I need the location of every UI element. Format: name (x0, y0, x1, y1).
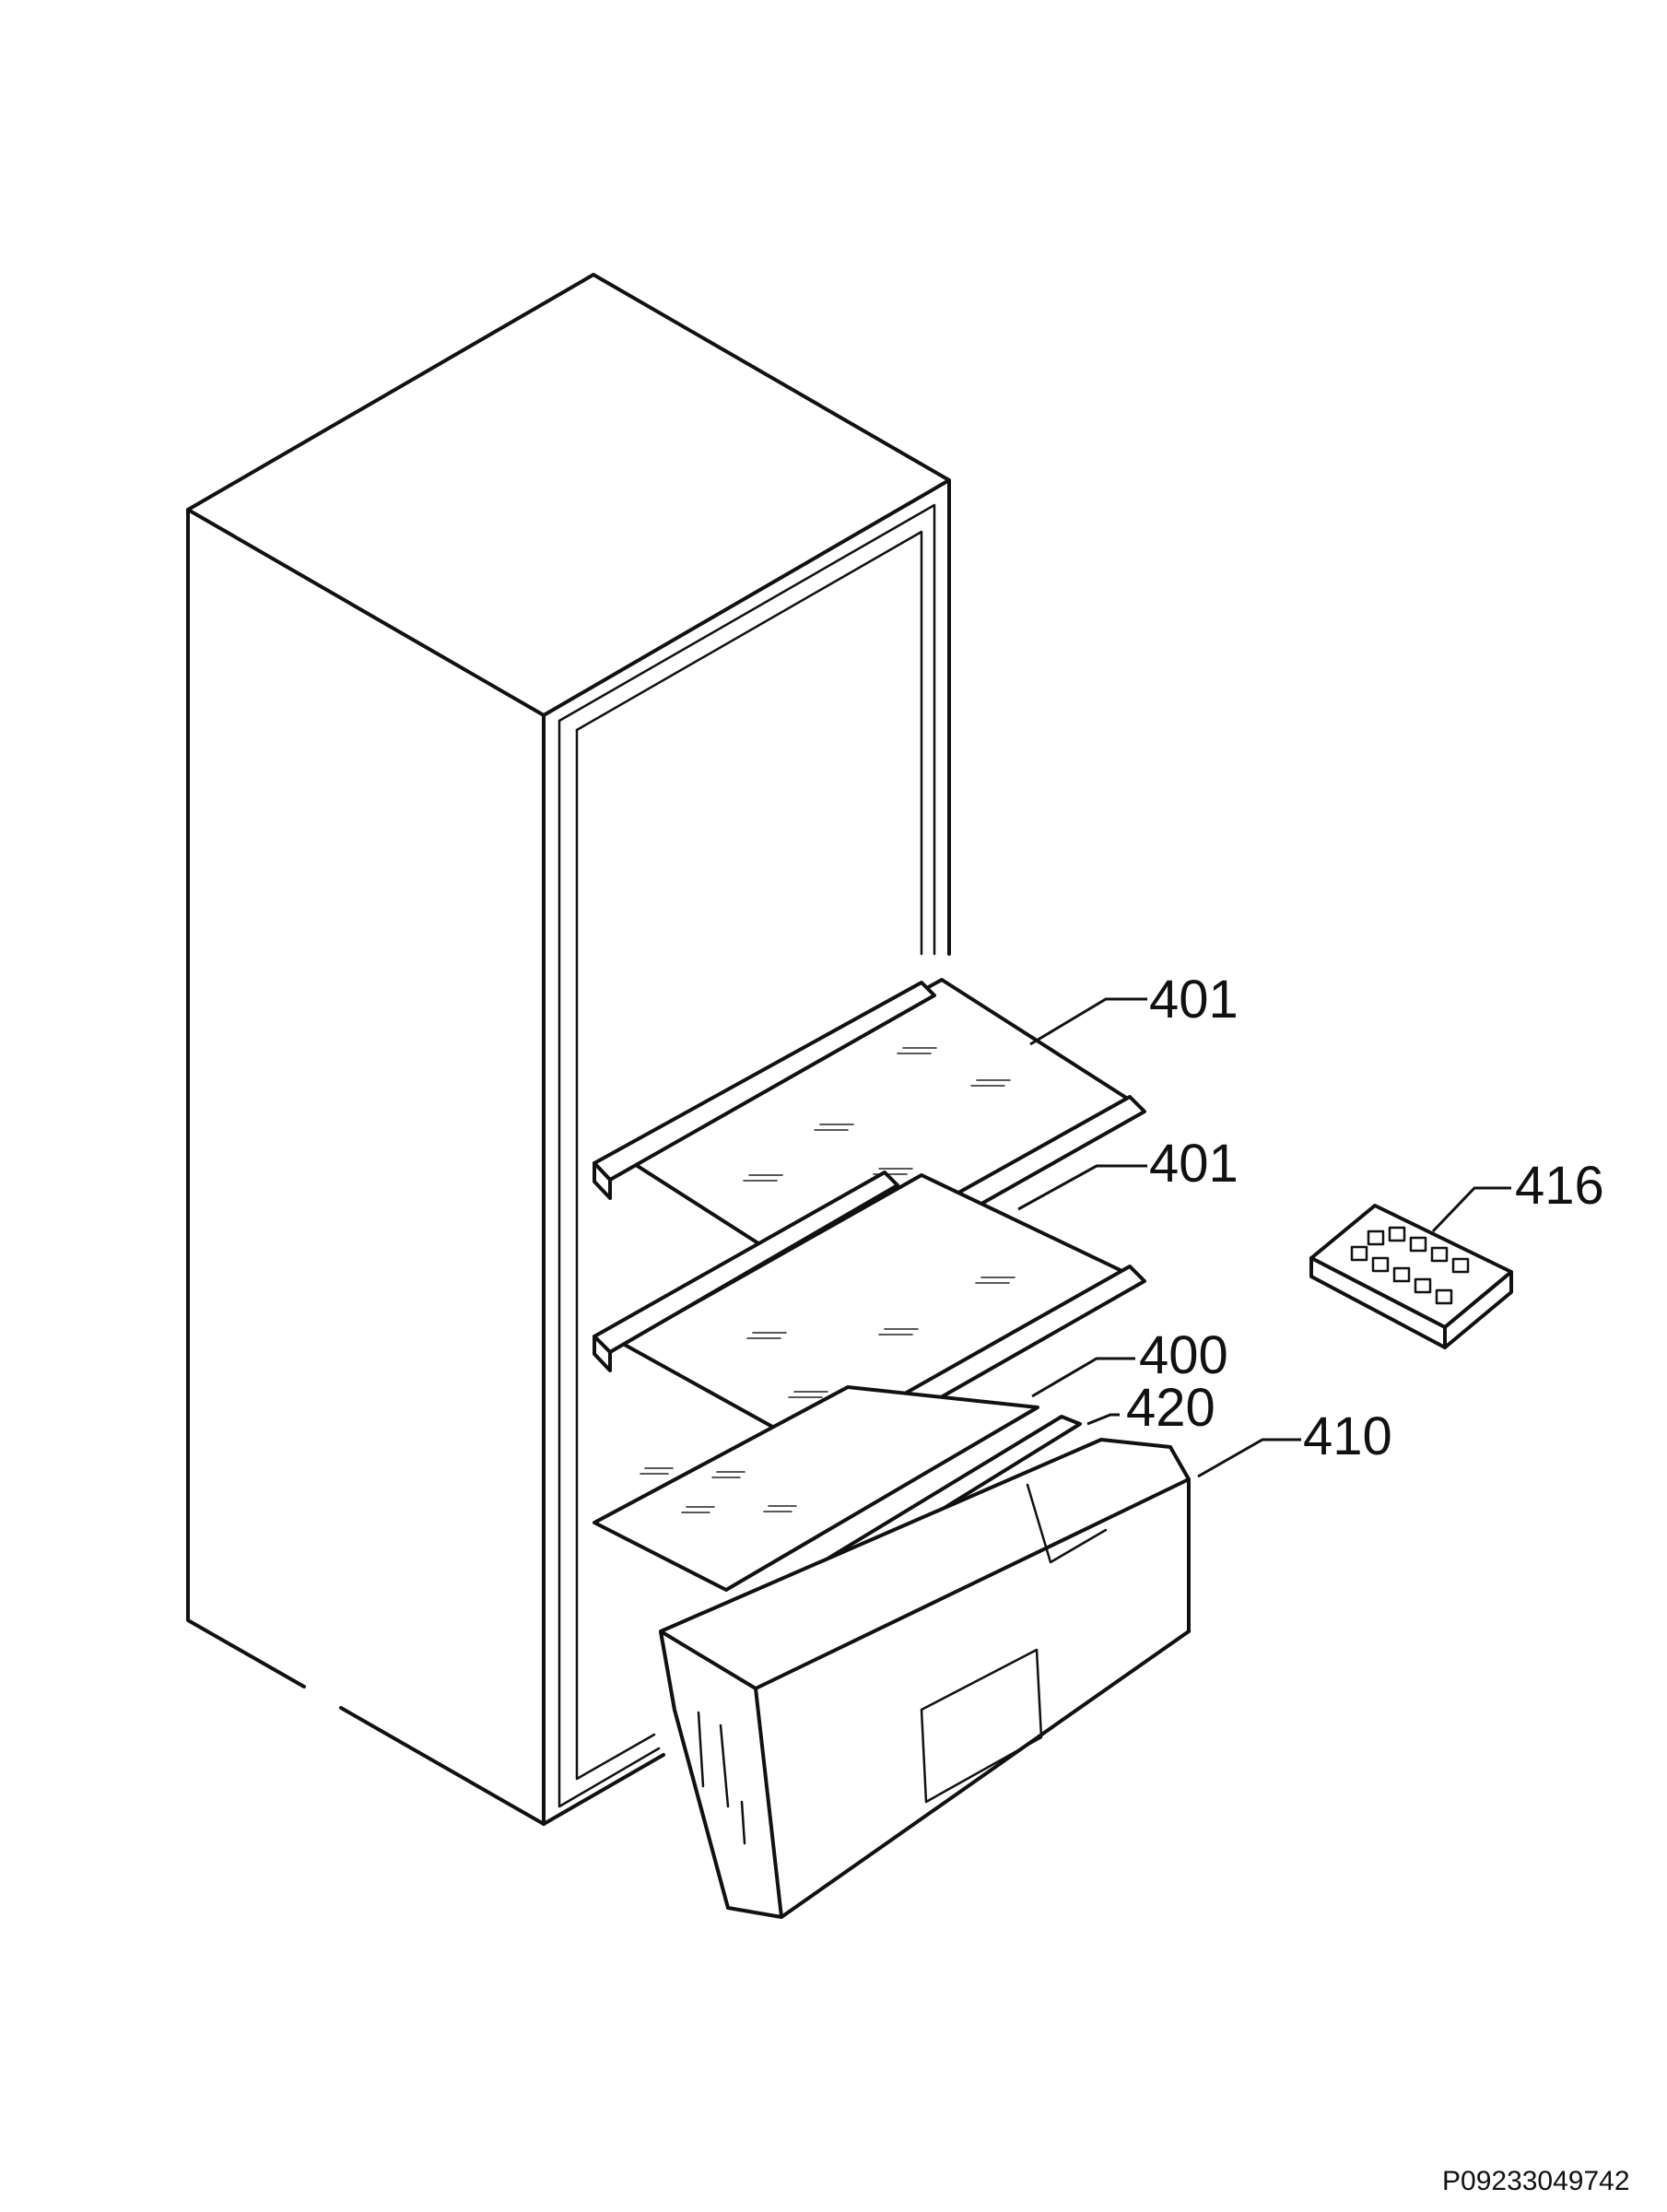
crisper-drawer (659, 1438, 1191, 1919)
callout-410: 410 (1303, 1406, 1392, 1466)
callout-400: 400 (1139, 1325, 1228, 1385)
callout-416: 416 (1515, 1156, 1604, 1216)
callout-420: 420 (1126, 1378, 1215, 1438)
shelf-glass (593, 1385, 1039, 1592)
refrigerator-cabinet (186, 273, 951, 1826)
ice-tray (1309, 1204, 1513, 1349)
document-code: P09233049742 (1442, 2166, 1630, 2196)
callout-401-middle: 401 (1149, 1134, 1239, 1194)
callout-401-upper: 401 (1149, 970, 1239, 1030)
leader-lines (1017, 997, 1511, 1478)
